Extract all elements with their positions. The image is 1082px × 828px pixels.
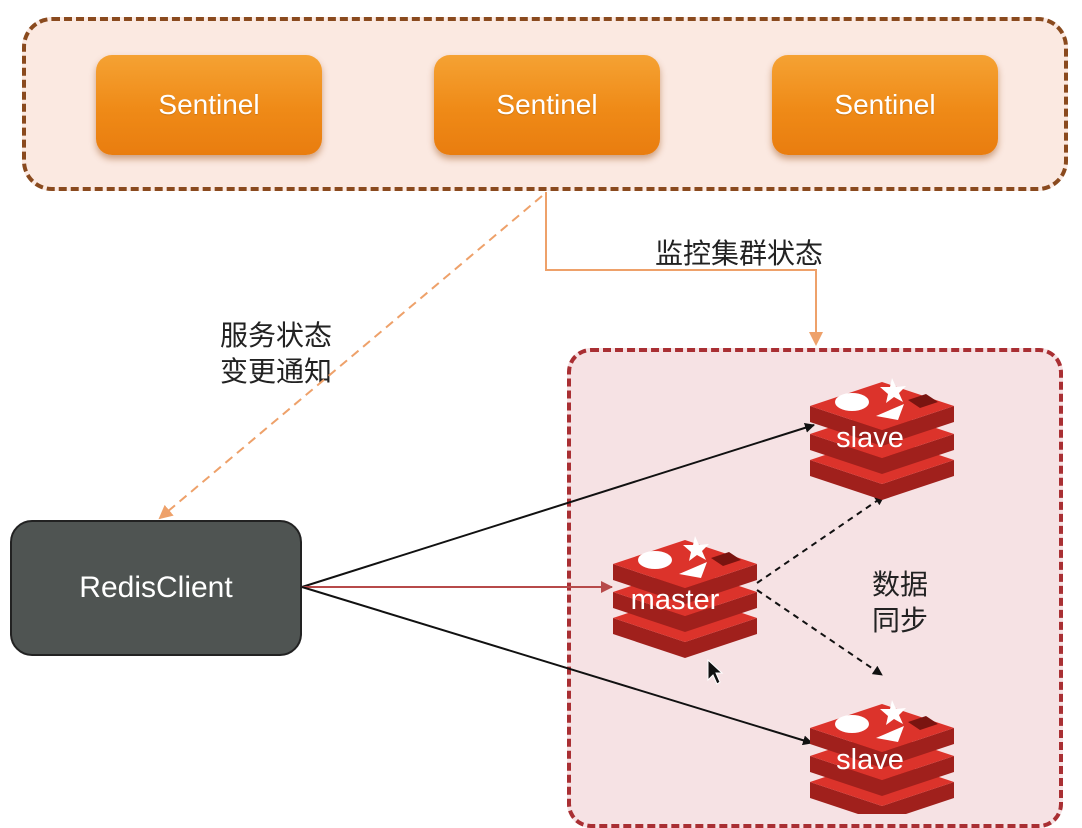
monitor-arrow xyxy=(545,192,823,346)
client-to-slave-top-arrow xyxy=(301,422,815,588)
sync-arrow-top xyxy=(756,495,885,584)
client-to-slave-bottom-arrow xyxy=(301,586,813,746)
sentinel-node-3[interactable]: Sentinel xyxy=(772,55,998,155)
sync-label-line2: 同步 xyxy=(872,604,929,637)
sync-label-line1: 数据 xyxy=(872,568,929,601)
slave-bottom-label: slave xyxy=(836,744,904,776)
sentinel-node-2[interactable]: Sentinel xyxy=(434,55,660,155)
monitor-label: 监控集群状态 xyxy=(655,237,824,270)
notify-label-line2: 变更通知 xyxy=(220,355,333,388)
sync-arrow-bottom xyxy=(756,589,883,676)
master-label: master xyxy=(630,584,720,616)
notify-arrow xyxy=(158,195,543,520)
mouse-cursor-icon xyxy=(707,658,724,685)
redis-client-node[interactable]: RedisClient xyxy=(10,520,302,656)
slave-top-label: slave xyxy=(836,422,904,454)
sentinel-node-1[interactable]: Sentinel xyxy=(96,55,322,155)
notify-label-line1: 服务状态 xyxy=(220,319,333,352)
